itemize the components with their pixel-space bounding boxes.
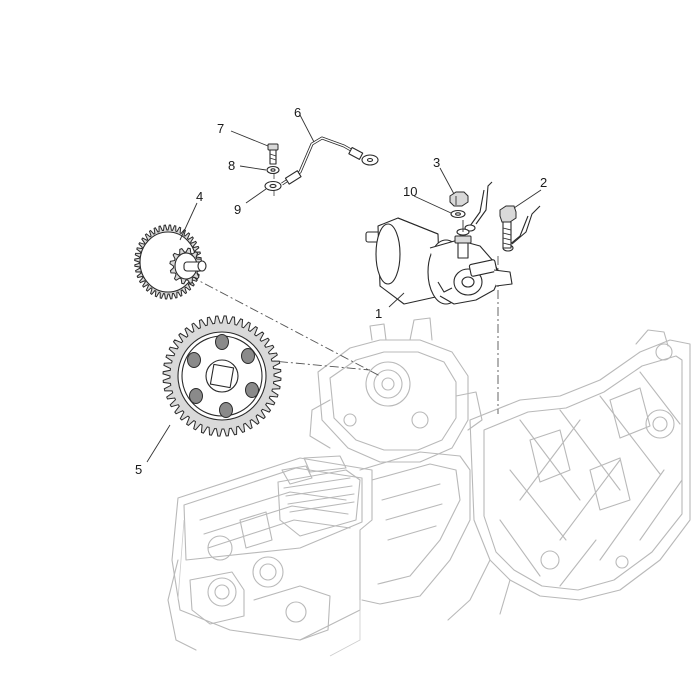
callout-labels: 7 8 9 6 3 10 2 4 1 5: [135, 105, 547, 477]
washer-8: [266, 165, 280, 175]
leader-lines: [146, 114, 542, 463]
ground-cable: [281, 136, 379, 186]
double-pinion-gear: [134, 224, 207, 300]
callout-5: 5: [135, 462, 142, 477]
callout-4: 4: [196, 189, 203, 204]
callout-9: 9: [234, 202, 241, 217]
callout-7: 7: [217, 121, 224, 136]
large-starter-gear: [162, 315, 282, 437]
starter-motor: [365, 217, 513, 305]
ring-lug-9: [264, 180, 282, 192]
callout-2: 2: [540, 175, 547, 190]
callout-8: 8: [228, 158, 235, 173]
callout-6: 6: [294, 105, 301, 120]
bolt-7: [267, 143, 279, 165]
nut-3: [449, 191, 469, 207]
callout-1: 1: [375, 306, 382, 321]
bolt-2: [499, 205, 517, 249]
callout-3: 3: [433, 155, 440, 170]
callout-10: 10: [403, 184, 417, 199]
washer-10: [450, 209, 466, 219]
engine-crankcase-ghost: [167, 317, 691, 657]
